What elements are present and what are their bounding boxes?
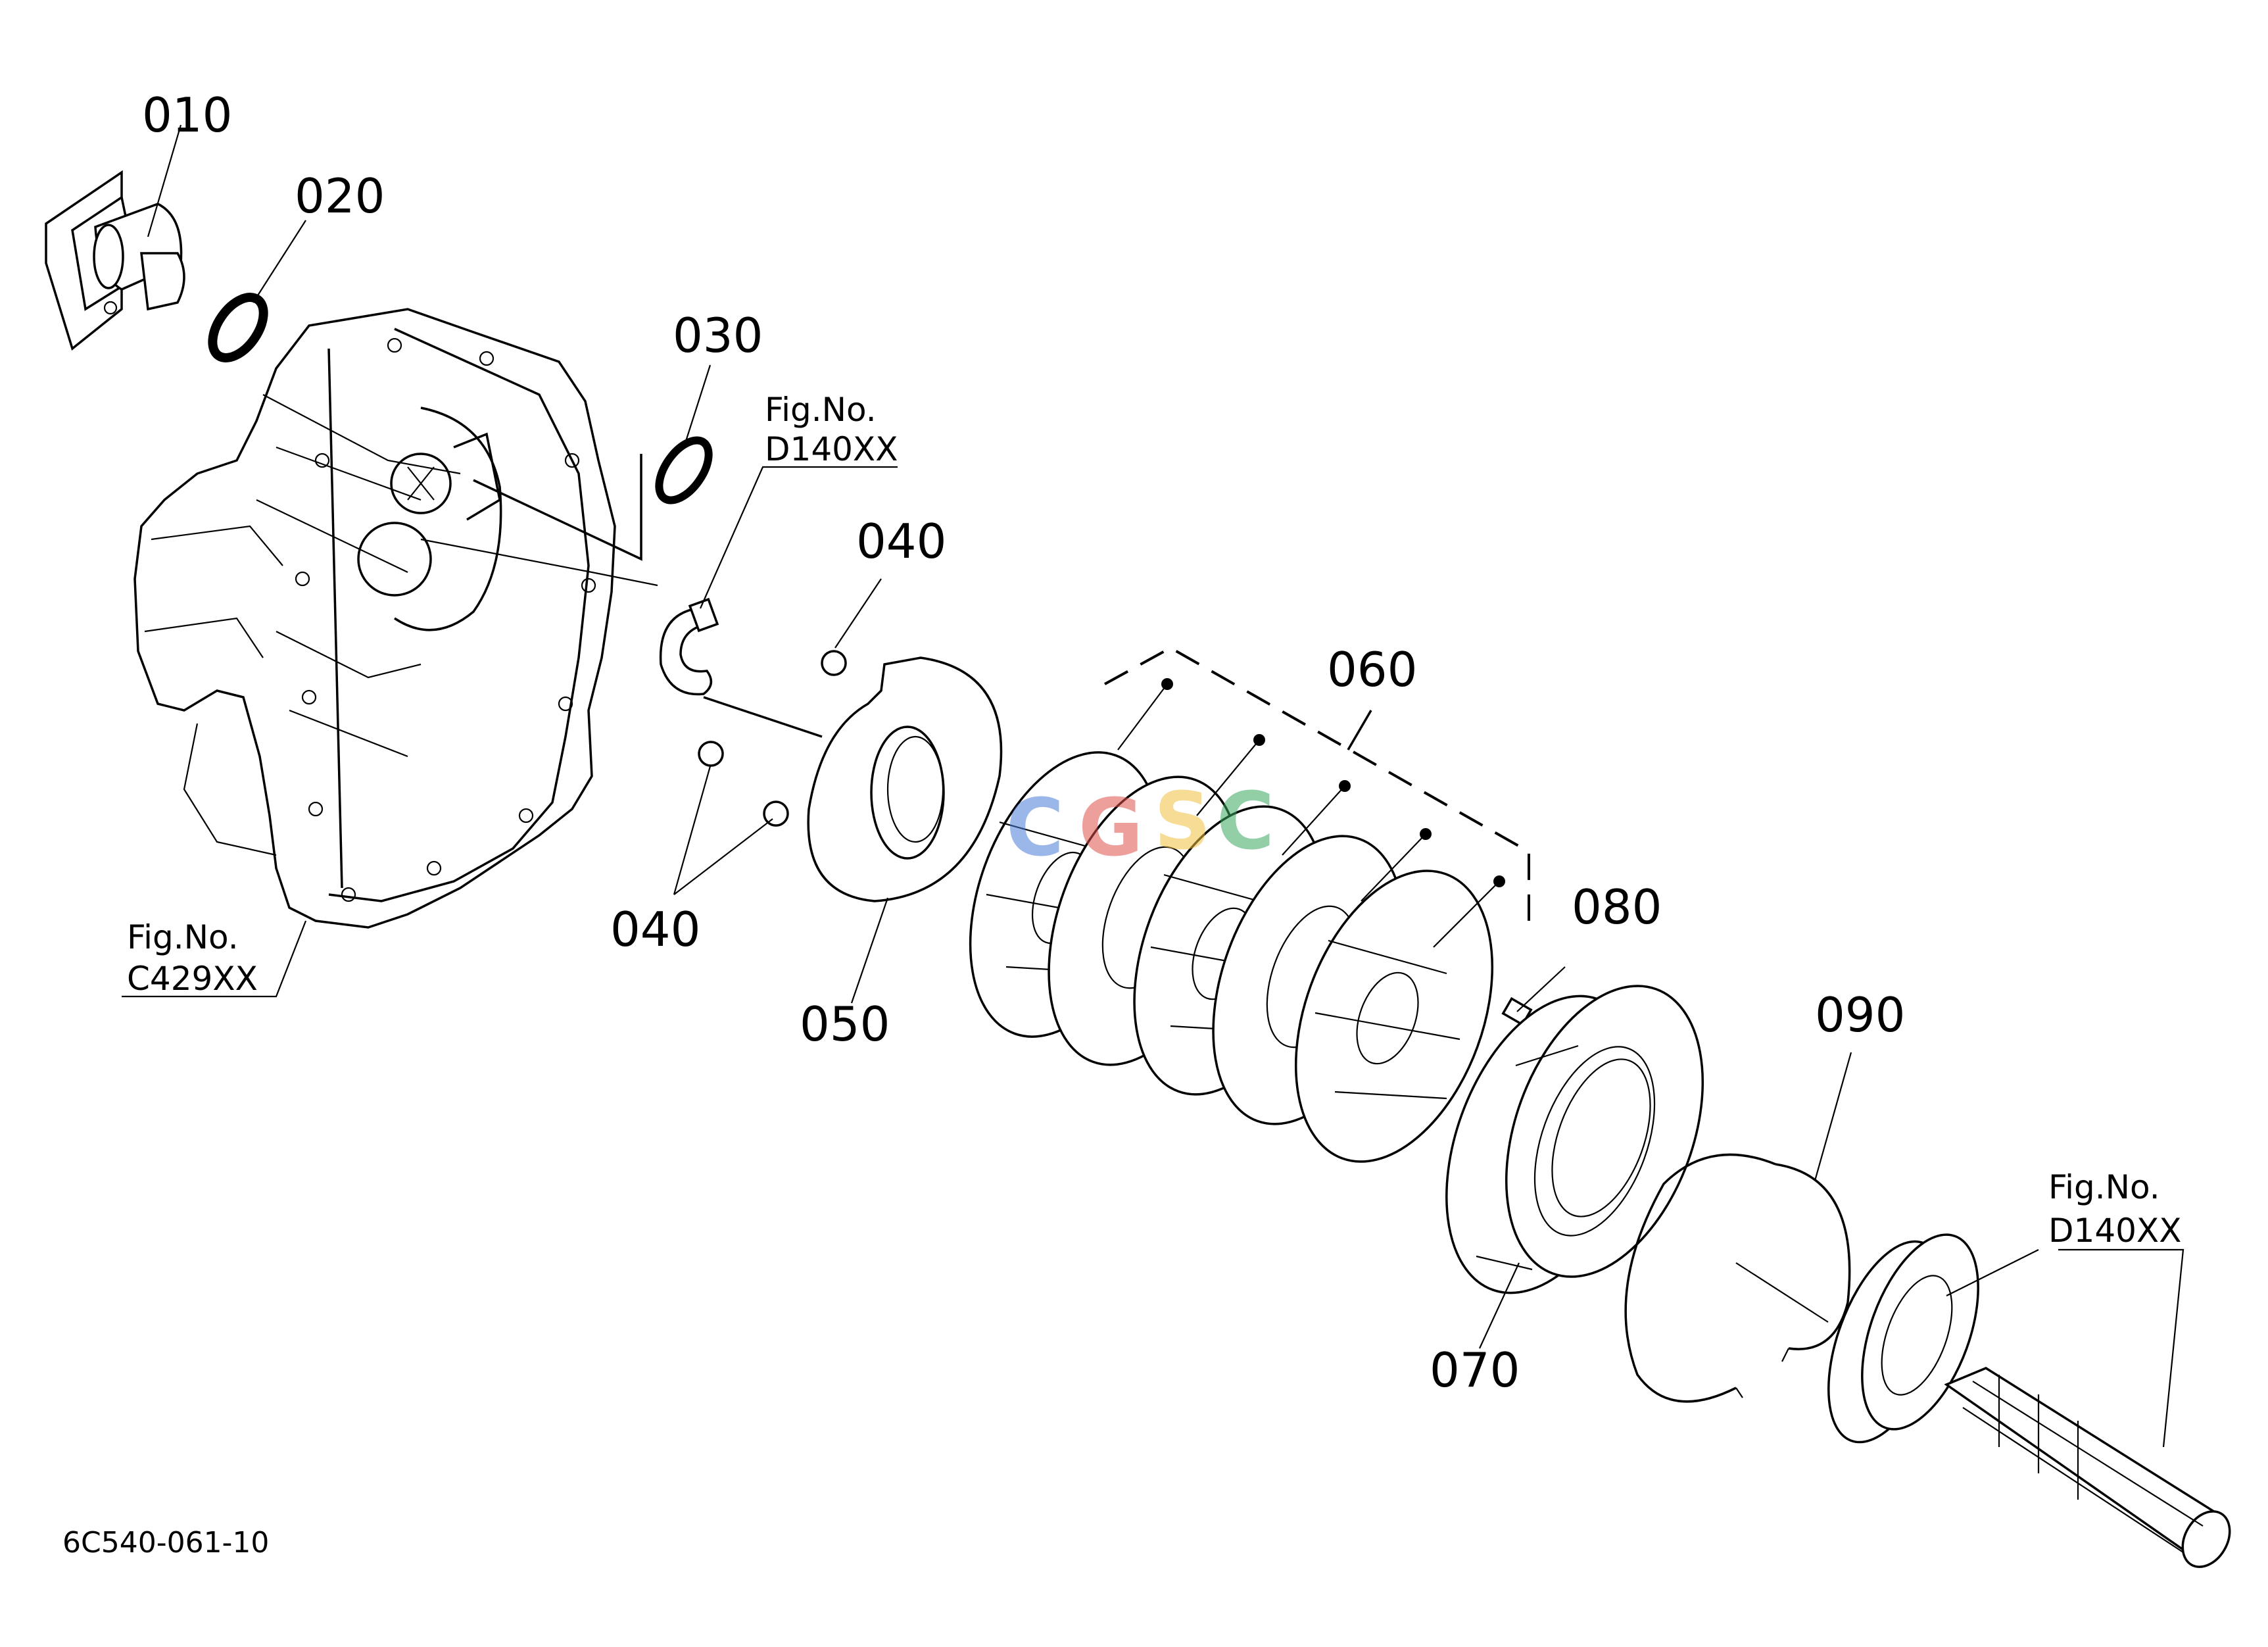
label-070: 070: [1430, 1342, 1520, 1398]
housing-case: [133, 308, 658, 929]
ref-d140-top-code: D140XX: [765, 430, 898, 468]
assembly-axis: [703, 696, 823, 738]
part-050-plate: [807, 656, 1003, 902]
part-040-ball: [763, 800, 789, 827]
part-010-pin: [45, 170, 185, 351]
ref-c429-title: Fig.No.: [127, 918, 239, 956]
part-060-disc-pack: [969, 646, 1530, 1163]
ref-d140-right-code: D140XX: [2048, 1212, 2181, 1250]
watermark: C G S C: [1006, 776, 1274, 874]
leader-lines: [122, 124, 2184, 1448]
label-090: 090: [1815, 987, 1905, 1043]
label-030: 030: [673, 308, 763, 363]
watermark-letter: C: [1006, 783, 1064, 874]
ref-d140-top-title: Fig.No.: [765, 391, 877, 429]
label-020: 020: [295, 168, 385, 224]
circlip: [659, 597, 719, 696]
ref-d140-right-title: Fig.No.: [2048, 1168, 2160, 1206]
label-040: 040: [856, 514, 946, 569]
watermark-letter: S: [1154, 776, 1211, 868]
part-030-ring: [473, 436, 713, 561]
ref-c429-code: C429XX: [127, 960, 258, 998]
part-080-pin: [1501, 966, 1566, 1027]
label-050: 050: [800, 996, 890, 1052]
part-090-snap-ring: [1624, 1153, 1851, 1403]
part-040-ball: [821, 650, 847, 676]
bearing: [1827, 1233, 1979, 1444]
label-040: 040: [610, 902, 700, 957]
label-080: 080: [1572, 879, 1662, 935]
label-010: 010: [142, 87, 232, 143]
watermark-letter: C: [1217, 776, 1274, 868]
part-040-ball: [698, 741, 724, 767]
drawing-code: 6C540-061-10: [62, 1526, 269, 1560]
label-060: 060: [1327, 642, 1417, 697]
splined-shaft: [1944, 1367, 2231, 1568]
watermark-letter: G: [1078, 783, 1144, 874]
part-020-o-ring: [208, 293, 268, 362]
